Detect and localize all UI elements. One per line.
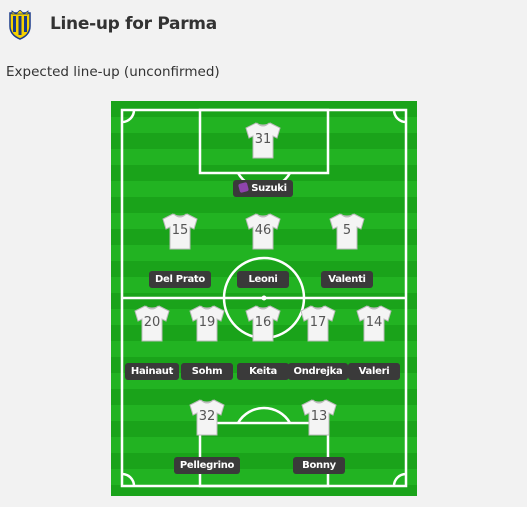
player-shirt: 17 — [298, 303, 338, 343]
player-name: Pellegrino — [179, 460, 235, 471]
shirt-number: 15 — [171, 223, 189, 238]
shirt-number: 17 — [309, 315, 327, 330]
parma-crest-icon — [9, 10, 31, 40]
player-shirt: 20 — [132, 303, 172, 343]
player-name-badge: Ondrejka — [287, 363, 349, 380]
player-name-badge: Bonny — [293, 457, 345, 474]
player-shirt: 32 — [187, 397, 227, 437]
lineup-status: Expected line-up (unconfirmed) — [6, 64, 220, 80]
player-name: Suzuki — [251, 183, 287, 194]
shirt-number: 13 — [310, 409, 328, 424]
jersey-icon — [301, 399, 337, 436]
jersey-icon — [356, 305, 392, 342]
captain-icon — [238, 181, 250, 194]
jersey-icon — [189, 305, 225, 342]
player-name: Del Prato — [155, 274, 205, 285]
player-shirt: 15 — [160, 211, 200, 251]
player-shirt: 19 — [187, 303, 227, 343]
jersey-icon — [134, 305, 170, 342]
page-title: Line-up for Parma — [50, 14, 217, 34]
player-name-badge: Leoni — [237, 271, 289, 288]
shirt-number: 46 — [254, 223, 272, 238]
shirt-number: 20 — [143, 315, 161, 330]
player-shirt: 46 — [243, 211, 283, 251]
player-name-badge: Hainaut — [124, 363, 180, 380]
player-name: Leoni — [248, 274, 278, 285]
player-name: Ondrejka — [293, 366, 343, 377]
jersey-icon — [245, 213, 281, 250]
jersey-icon — [162, 213, 198, 250]
player-name: Sohm — [191, 366, 223, 377]
player-name: Bonny — [302, 460, 336, 471]
player-shirt: 31 — [243, 120, 283, 160]
player-name: Valeri — [358, 366, 390, 377]
player-shirt: 16 — [243, 303, 283, 343]
jersey-icon — [189, 399, 225, 436]
shirt-number: 31 — [254, 132, 272, 147]
player-name: Hainaut — [130, 366, 174, 377]
shirt-number: 14 — [365, 315, 383, 330]
jersey-icon — [245, 122, 281, 159]
player-name-badge: Pellegrino — [173, 457, 241, 474]
player-name-badge: Sohm — [181, 363, 233, 380]
player-name-badge: Keita — [237, 363, 289, 380]
shirt-number: 32 — [198, 409, 216, 424]
player-name-badge: Valenti — [321, 271, 373, 288]
shirt-number: 16 — [254, 315, 272, 330]
player-name: Valenti — [328, 274, 366, 285]
jersey-icon — [329, 213, 365, 250]
player-shirt: 5 — [327, 211, 367, 251]
jersey-icon — [300, 305, 336, 342]
shirt-number: 5 — [342, 223, 352, 238]
shirt-number: 19 — [198, 315, 216, 330]
jersey-icon — [245, 305, 281, 342]
player-name-badge: Valeri — [348, 363, 400, 380]
player-name: Keita — [249, 366, 277, 377]
player-name-badge: Del Prato — [149, 271, 211, 288]
player-name-badge: Suzuki — [233, 180, 293, 197]
player-shirt: 14 — [354, 303, 394, 343]
player-shirt: 13 — [299, 397, 339, 437]
page-header: Line-up for Parma — [0, 0, 527, 48]
